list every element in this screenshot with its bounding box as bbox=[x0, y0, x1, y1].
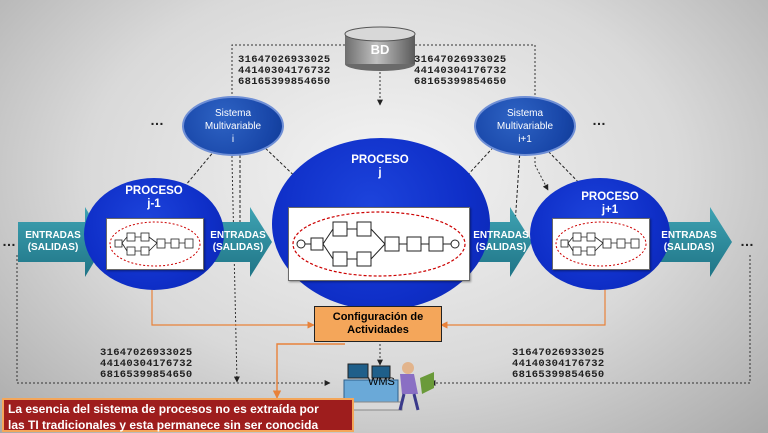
number-block-bottom-right: 31647026933025 44140304176732 6816539985… bbox=[512, 348, 622, 378]
ellipsis-top-left: … bbox=[150, 112, 165, 128]
number-row: 44140304176732 bbox=[238, 65, 331, 77]
bottom-loop-right bbox=[429, 255, 751, 386]
wms-operator-icon bbox=[341, 362, 434, 411]
process-title-line: j+1 bbox=[601, 204, 619, 216]
process-title-line: PROCESO bbox=[125, 185, 183, 197]
system-label-line: Multivariable bbox=[496, 120, 554, 132]
workflow-box-right bbox=[552, 218, 650, 270]
config-label-line: Configuración de bbox=[332, 311, 424, 323]
flow-label-right: ENTRADAS (SALIDAS) bbox=[656, 230, 722, 254]
process-title-left: PROCESO j-1 bbox=[114, 185, 194, 211]
bottom-statement: La esencia del sistema de procesos no es… bbox=[2, 398, 354, 432]
config-label-line: Actividades bbox=[347, 324, 409, 336]
workflow-box-center bbox=[288, 207, 470, 281]
bottom-statement-line: las TI tradicionales y esta permanece si… bbox=[8, 418, 319, 432]
flow-label-line: (SALIDAS) bbox=[475, 242, 527, 253]
flow-label-mid-left: ENTRADAS (SALIDAS) bbox=[207, 230, 269, 254]
flow-label-line: ENTRADAS bbox=[25, 230, 81, 241]
flow-label-line: (SALIDAS) bbox=[212, 242, 264, 253]
orange-config-to-bottom bbox=[272, 343, 345, 399]
system-label-line: i bbox=[231, 133, 235, 145]
system-label-line: Multivariable bbox=[204, 120, 262, 132]
database-label: BD bbox=[370, 42, 390, 57]
process-title-center: PROCESO j bbox=[340, 154, 420, 180]
number-row: 68165399854650 bbox=[512, 369, 605, 379]
system-label-line: Sistema bbox=[506, 107, 544, 119]
workflow-box-left bbox=[106, 218, 204, 270]
system-label-line: Sistema bbox=[214, 107, 252, 119]
process-title-line: PROCESO bbox=[581, 191, 639, 203]
bottom-loop-left bbox=[16, 255, 331, 386]
system-multivariable-i: Sistema Multivariable i bbox=[182, 96, 284, 156]
flow-label-line: ENTRADAS bbox=[210, 230, 266, 241]
number-row: 31647026933025 bbox=[238, 55, 331, 66]
number-block-top-right: 31647026933025 44140304176732 6816539985… bbox=[414, 55, 524, 85]
number-block-top-left: 31647026933025 44140304176732 6816539985… bbox=[238, 55, 348, 85]
process-title-line: j-1 bbox=[147, 198, 161, 210]
number-block-bottom-left: 31647026933025 44140304176732 6816539985… bbox=[100, 348, 210, 378]
process-title-right: PROCESO j+1 bbox=[570, 191, 650, 217]
number-row: 44140304176732 bbox=[512, 358, 605, 370]
system-label-line: i+1 bbox=[518, 133, 532, 145]
number-row: 44140304176732 bbox=[414, 65, 507, 77]
flow-label-line: ENTRADAS bbox=[661, 230, 717, 241]
flow-label-mid-right: ENTRADAS (SALIDAS) bbox=[470, 230, 532, 254]
bottom-statement-line: La esencia del sistema de procesos no es… bbox=[8, 402, 319, 416]
flow-arrow-right bbox=[655, 207, 732, 277]
flow-label-line: ENTRADAS bbox=[473, 230, 529, 241]
number-row: 68165399854650 bbox=[238, 76, 331, 86]
config-activities-box: Configuración de Actividades bbox=[314, 306, 442, 342]
flow-label-line: (SALIDAS) bbox=[663, 242, 715, 253]
flow-label-line: (SALIDAS) bbox=[27, 242, 79, 253]
ellipsis-top-right: … bbox=[592, 112, 607, 128]
workflow-diagram-icon bbox=[555, 221, 647, 267]
wms-label: WMS bbox=[368, 376, 395, 388]
flow-label-left: ENTRADAS (SALIDAS) bbox=[20, 230, 86, 254]
number-row: 44140304176732 bbox=[100, 358, 193, 370]
db-loop-left bbox=[231, 44, 345, 383]
sys-i1-down bbox=[512, 149, 521, 226]
workflow-diagram-icon bbox=[292, 211, 466, 277]
number-row: 68165399854650 bbox=[100, 369, 193, 379]
number-row: 31647026933025 bbox=[512, 348, 605, 359]
process-title-line: PROCESO bbox=[351, 154, 409, 166]
workflow-diagram-icon bbox=[109, 221, 201, 267]
ellipsis-left: … bbox=[2, 233, 17, 249]
number-row: 31647026933025 bbox=[100, 348, 193, 359]
database-cylinder-icon bbox=[344, 26, 416, 71]
number-row: 31647026933025 bbox=[414, 55, 507, 66]
process-title-line: j bbox=[378, 167, 382, 179]
ellipsis-right: … bbox=[740, 233, 755, 249]
number-row: 68165399854650 bbox=[414, 76, 507, 86]
system-multivariable-i1: Sistema Multivariable i+1 bbox=[474, 96, 576, 156]
